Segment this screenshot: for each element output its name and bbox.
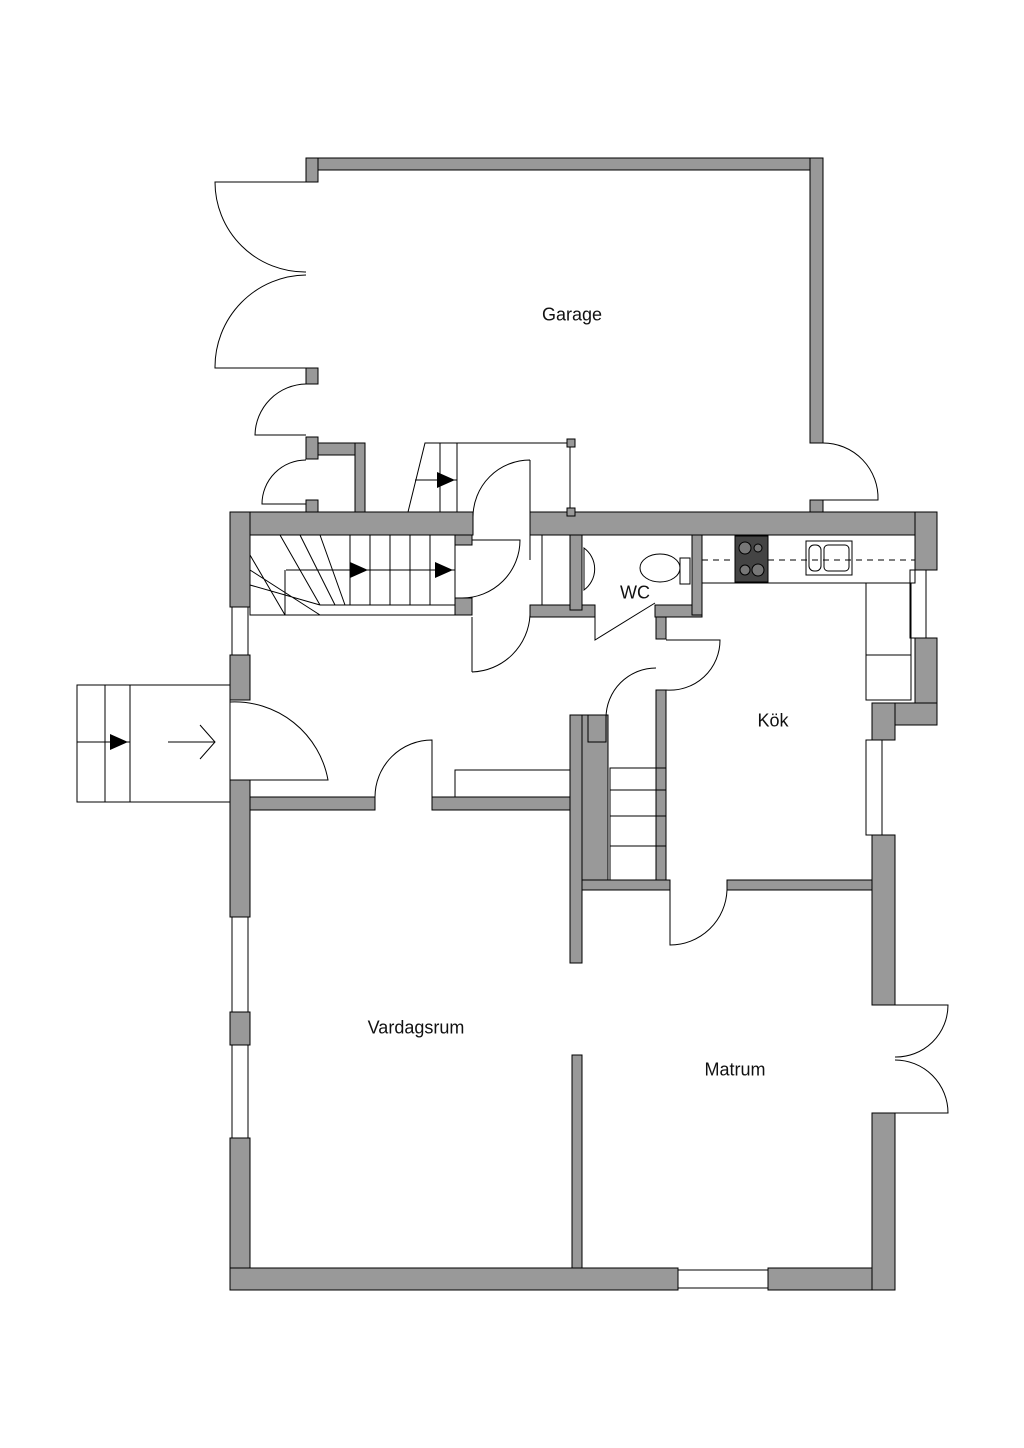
wc-basin-icon — [583, 547, 596, 591]
room-label-living-room: Vardagsrum — [367, 1017, 465, 1038]
toilet-icon — [639, 553, 681, 583]
room-label-dining-room: Matrum — [704, 1059, 766, 1080]
fixtures — [541, 534, 916, 701]
window — [231, 606, 249, 656]
window — [231, 916, 249, 1013]
windows — [231, 569, 927, 1289]
window — [231, 1044, 249, 1139]
walls — [229, 157, 938, 1291]
room-label-wc: WC — [620, 582, 650, 603]
stove-icon — [734, 535, 769, 583]
room-label-garage: Garage — [541, 304, 603, 325]
doors — [214, 181, 949, 1114]
stairs — [76, 438, 667, 881]
window — [677, 1269, 769, 1289]
kitchen-cabinet — [865, 582, 912, 701]
room-label-kitchen: Kök — [757, 710, 789, 731]
window — [865, 739, 883, 836]
kitchen-counter — [701, 534, 916, 584]
window — [909, 569, 927, 639]
sink-icon — [805, 540, 853, 576]
